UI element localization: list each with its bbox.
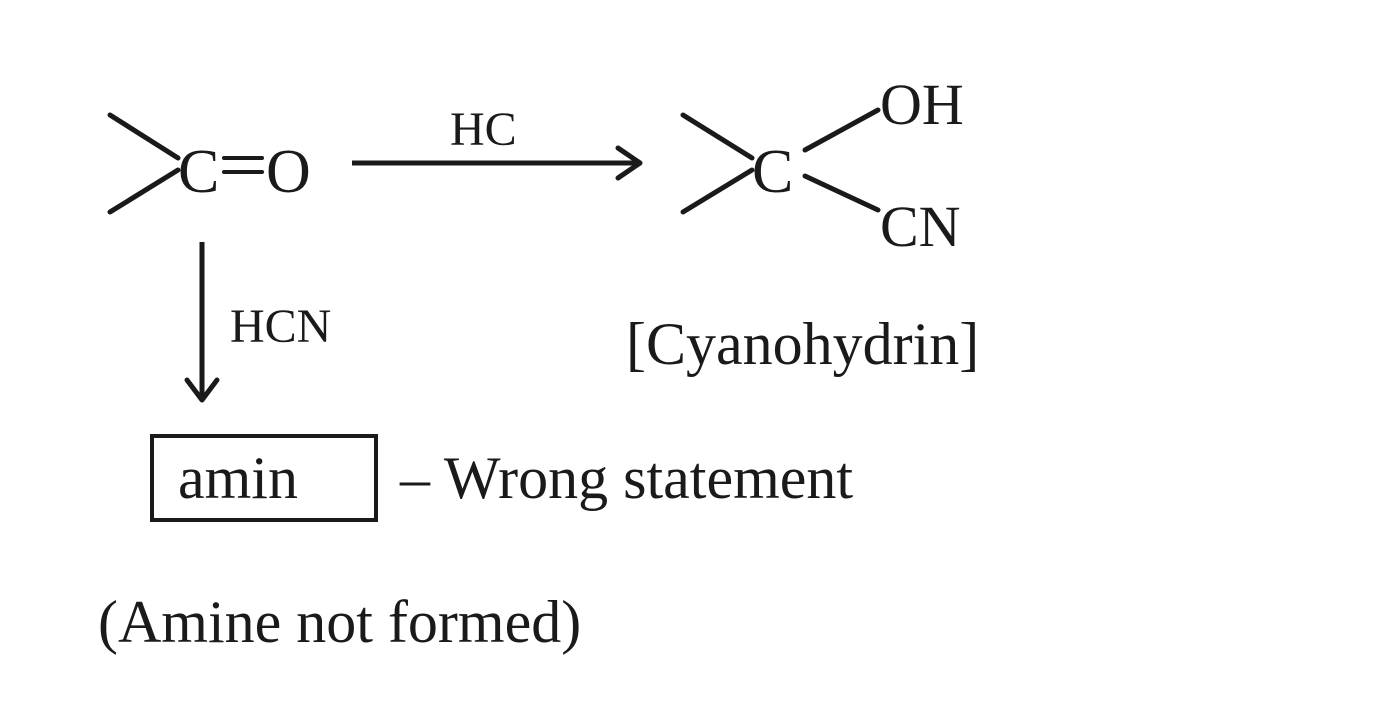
product-oh-bond bbox=[802, 107, 881, 153]
horizontal-reagent-label: HC bbox=[450, 103, 517, 156]
reactant-lower-bond bbox=[107, 167, 181, 215]
hydroxyl-group: OH bbox=[880, 72, 964, 137]
vertical-arrow-head bbox=[184, 377, 220, 403]
amin-box bbox=[150, 434, 378, 522]
horizontal-reaction-arrow: HC bbox=[352, 103, 643, 181]
vertical-reaction-arrow: HCN bbox=[184, 242, 331, 403]
cyanohydrin-product: C OH CN [Cyanohydrin] bbox=[626, 72, 979, 377]
product-carbon-atom: C bbox=[752, 138, 793, 206]
vertical-reagent-label: HCN bbox=[230, 300, 331, 353]
reactant-carbon-atom: C bbox=[178, 138, 219, 206]
nitrile-group: CN bbox=[880, 194, 961, 259]
incorrect-product: amin – Wrong statement (Amine not formed… bbox=[98, 434, 853, 655]
product-upper-left-bond bbox=[680, 112, 755, 161]
amin-label: amin bbox=[178, 445, 298, 511]
product-lower-left-bond bbox=[680, 167, 755, 215]
carbonyl-reactant: C O bbox=[107, 112, 311, 215]
reactant-oxygen-atom: O bbox=[266, 138, 311, 206]
product-name: [Cyanohydrin] bbox=[626, 311, 979, 377]
reactant-upper-bond bbox=[107, 112, 181, 161]
horizontal-arrow-head bbox=[615, 145, 643, 181]
product-cn-bond bbox=[802, 173, 881, 213]
amine-not-formed-note: (Amine not formed) bbox=[98, 589, 581, 655]
wrong-statement-label: – Wrong statement bbox=[399, 445, 853, 511]
